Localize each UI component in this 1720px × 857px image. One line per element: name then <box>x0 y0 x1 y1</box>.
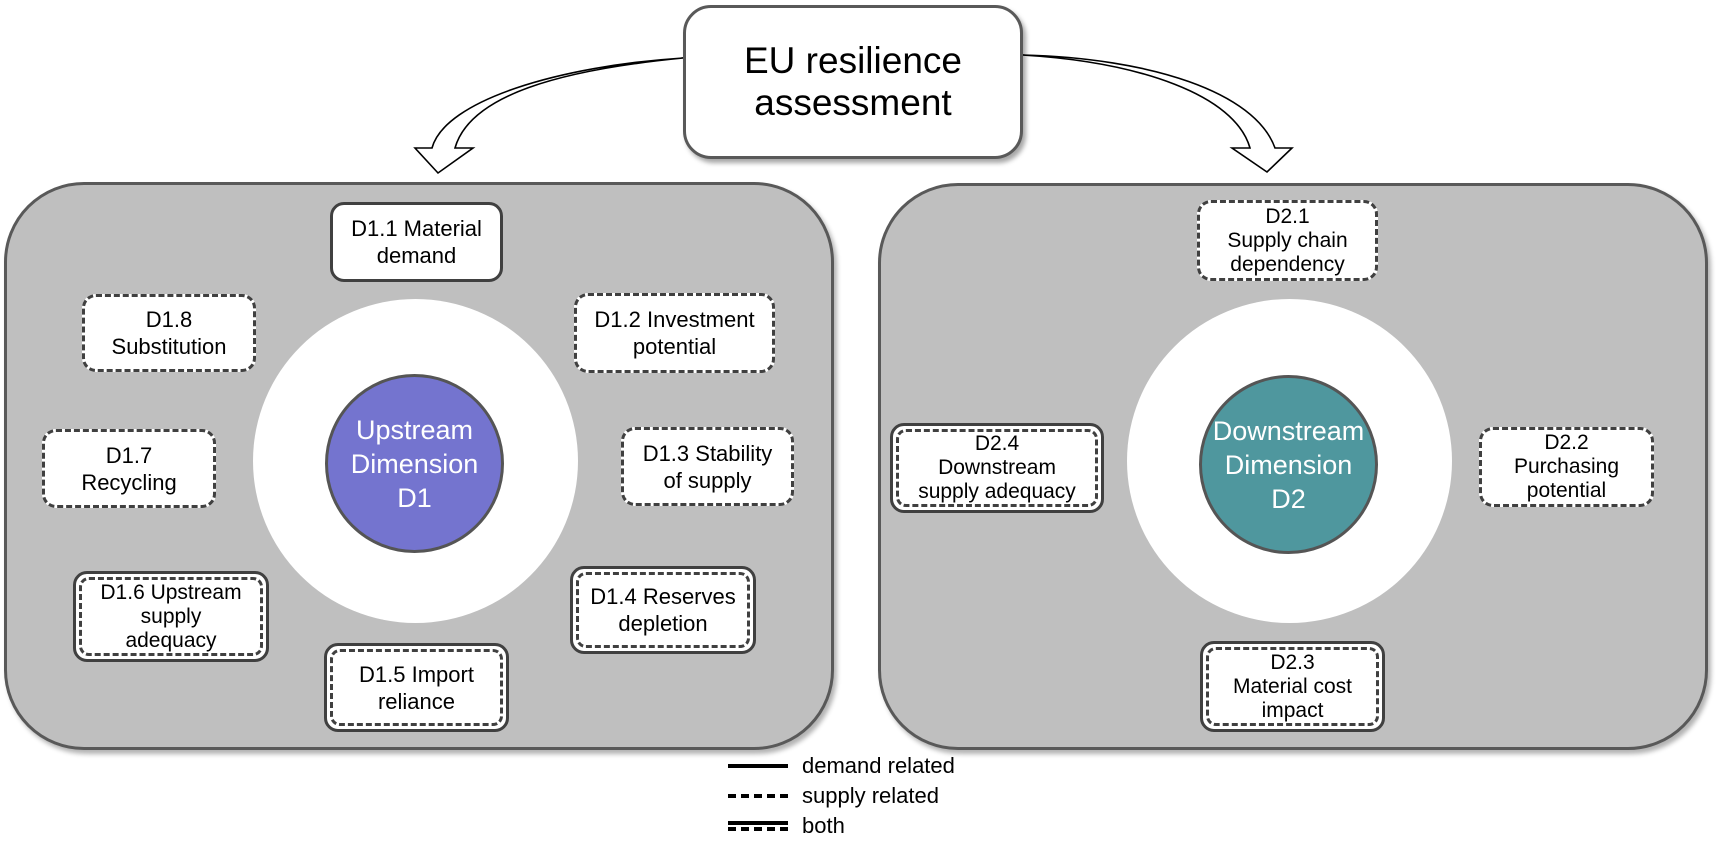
root-node-eu-resilience: EU resilience assessment <box>683 5 1023 159</box>
indicator-d1-2-investment-potential: D1.2 Investment potential <box>574 293 775 373</box>
indicator-d1-7-recycling: D1.7 Recycling <box>42 429 216 508</box>
downstream-core-line-1: Downstream <box>1212 415 1365 446</box>
indicator-label-line: Substitution <box>111 334 227 359</box>
indicator-label-line: Downstream <box>938 456 1056 479</box>
indicator-label-line: supply <box>140 604 202 628</box>
indicator-label-line: potential <box>632 334 717 359</box>
upstream-core-line-3: D1 <box>397 482 432 513</box>
indicator-label-line: D2.2 <box>1544 431 1589 454</box>
indicator-label-line: supply adequacy <box>918 480 1076 503</box>
indicator-d2-3-material-cost-impact: D2.3 Material cost impact <box>1200 641 1385 732</box>
indicator-label-line: D1.2 Investment <box>594 307 755 332</box>
indicator-label-line: demand <box>376 243 457 268</box>
upstream-dimension-node: Upstream Dimension D1 <box>325 374 504 553</box>
indicator-d1-1-material-demand: D1.1 Material demand <box>330 202 503 282</box>
indicator-d2-1-supply-chain-dependency: D2.1 Supply chain dependency <box>1197 200 1378 281</box>
legend-label: both <box>802 813 845 838</box>
indicator-label-line: D1.7 <box>105 442 153 468</box>
indicator-label-line: D1.3 Stability <box>642 440 773 466</box>
downstream-core-line-2: Dimension <box>1224 449 1353 480</box>
indicator-label-line: depletion <box>618 611 708 636</box>
arrow-to-downstream <box>1021 54 1294 174</box>
indicator-label-line: Material cost <box>1232 674 1353 698</box>
arrow-to-upstream <box>413 57 684 175</box>
indicator-label-line: potential <box>1526 479 1607 502</box>
legend-dashed-line-icon <box>728 789 788 803</box>
legend-solid-line-icon <box>728 759 788 773</box>
indicator-d2-2-purchasing-potential: D2.2 Purchasing potential <box>1479 427 1654 507</box>
legend-double-line-icon <box>728 819 788 833</box>
indicator-label-line: D2.4 <box>974 432 1020 455</box>
legend-item-demand: demand related <box>728 751 955 781</box>
indicator-label-line: Purchasing <box>1513 455 1620 478</box>
indicator-label-line: Recycling <box>81 469 177 495</box>
indicator-label-line: reliance <box>377 688 456 714</box>
indicator-label-line: D1.6 Upstream <box>100 580 242 604</box>
indicator-d1-3-stability-of-supply: D1.3 Stability of supply <box>621 427 794 506</box>
downstream-dimension-node: Downstream Dimension D2 <box>1199 375 1378 554</box>
indicator-d1-8-substitution: D1.8 Substitution <box>82 294 256 372</box>
indicator-label-line: D1.1 Material <box>351 216 482 241</box>
indicator-label-line: impact <box>1261 698 1324 722</box>
indicator-label-line: D1.5 Import <box>359 661 474 687</box>
indicator-d1-4-reserves-depletion: D1.4 Reserves depletion <box>570 566 756 654</box>
indicator-d1-5-import-reliance: D1.5 Import reliance <box>324 643 509 732</box>
legend-label: supply related <box>802 783 939 808</box>
legend-item-supply: supply related <box>728 781 939 811</box>
indicator-label-line: D2.1 <box>1265 204 1310 228</box>
indicator-d2-4-downstream-supply-adequacy: D2.4 Downstream supply adequacy <box>890 423 1104 513</box>
indicator-label-line: D2.3 <box>1270 650 1315 674</box>
indicator-label-line: dependency <box>1230 252 1345 276</box>
upstream-core-line-2: Dimension <box>350 448 479 479</box>
indicator-label-line: Supply chain <box>1227 228 1348 252</box>
indicator-label-line: D1.4 Reserves <box>590 584 736 609</box>
title-line-1: EU resilience <box>744 40 962 81</box>
upstream-core-line-1: Upstream <box>355 414 474 445</box>
indicator-d1-6-upstream-supply-adequacy: D1.6 Upstream supply adequacy <box>73 571 269 662</box>
legend-item-both: both <box>728 811 845 841</box>
indicator-label-line: adequacy <box>125 628 217 652</box>
indicator-label-line: D1.8 <box>145 307 193 332</box>
indicator-label-line: of supply <box>663 467 752 493</box>
downstream-core-line-3: D2 <box>1271 483 1306 514</box>
title-line-2: assessment <box>754 82 952 123</box>
legend-label: demand related <box>802 753 955 778</box>
